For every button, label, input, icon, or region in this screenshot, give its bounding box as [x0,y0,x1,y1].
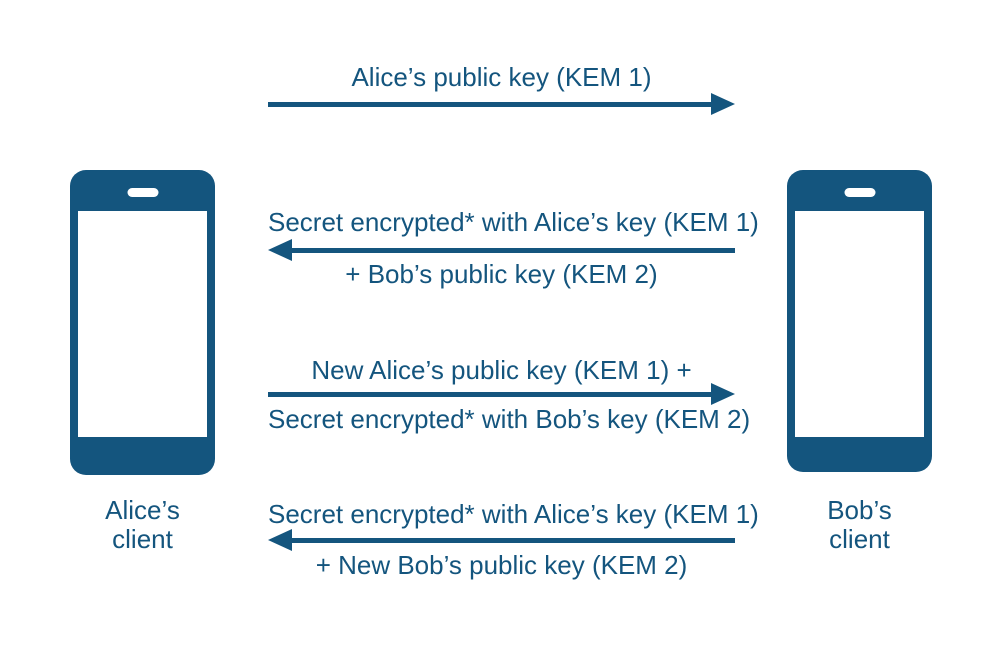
alice-client-label-line2: client [112,524,173,554]
arrowhead-left-icon [268,529,292,551]
message-3-arrow-right-icon [268,382,735,406]
message-4-text-above: Secret encrypted* with Alice’s key (KEM … [268,499,759,529]
arrowhead-right-icon [711,93,735,115]
arrowhead-right-icon [711,383,735,405]
bob-client-label-line2: client [829,524,890,554]
message-1-text-above: Alice’s public key (KEM 1) [351,62,652,92]
message-4-text-below: + New Bob’s public key (KEM 2) [315,550,688,580]
alice-client-label-line1: Alice’s [105,495,180,525]
message-2-arrow-left-icon [268,238,735,262]
phone-screen [795,211,924,437]
bob-client-label: Bob’s client [787,496,932,554]
phone-screen [78,211,207,437]
message-2-text-below: + Bob’s public key (KEM 2) [345,259,658,289]
arrow-shaft [286,538,735,543]
arrowhead-left-icon [268,239,292,261]
bob-client-label-line1: Bob’s [827,495,892,525]
arrow-shaft [268,392,717,397]
message-4-arrow-left-icon [268,528,735,552]
phone-speaker-slot [127,188,158,197]
message-3-text-above: New Alice’s public key (KEM 1) + [311,355,692,385]
message-3-text-below: Secret encrypted* with Bob’s key (KEM 2) [268,404,751,434]
alice-client-label: Alice’s client [70,496,215,554]
phone-speaker-slot [844,188,875,197]
arrow-shaft [268,102,717,107]
message-2-text-above: Secret encrypted* with Alice’s key (KEM … [268,207,759,237]
message-1-arrow-right-icon [268,92,735,116]
alice-smartphone-icon [70,170,215,475]
arrow-shaft [286,248,735,253]
bob-smartphone-icon [787,170,932,472]
